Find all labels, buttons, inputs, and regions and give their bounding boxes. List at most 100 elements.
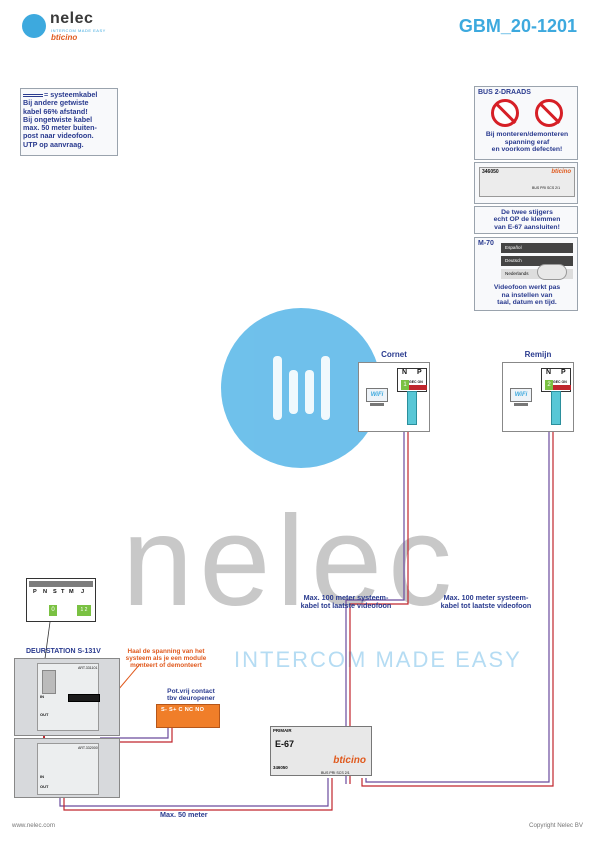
np-p-label: P [561, 369, 566, 376]
address-number: 2 [545, 380, 553, 390]
termination-switch [409, 385, 427, 390]
power-module-box: 346050 bticino BUS PRI SCS 2/1 [474, 162, 578, 204]
footer-website: www.nelec.com [12, 822, 55, 829]
warning-line: Haal de spanning van het [127, 648, 205, 655]
power-module: 346050 bticino BUS PRI SCS 2/1 [479, 167, 575, 197]
m70-line: taal, datum en tijd. [497, 299, 557, 307]
system-cable-note: = systeemkabel Bij andere getwiste kabel… [20, 88, 118, 156]
door-station-top-frame: ART.331101 IN OUT [14, 658, 120, 736]
bus-warning-line: spanning eraf [504, 138, 550, 146]
m70-line: Videofoon werkt pas [493, 284, 561, 291]
switch-label: GEC ON [553, 380, 567, 384]
e67-brand: bticino [333, 755, 366, 766]
monitor-stand-icon [514, 403, 528, 406]
address-number: 1 [401, 380, 409, 390]
terminal-block [68, 694, 100, 702]
wifi-icon: WiFi [510, 388, 532, 402]
note-line: max. 50 meter buiten- [23, 123, 97, 133]
monitor-remijn: N P 2 WiFi GEC ON [502, 362, 574, 432]
cable-label-line: Max. 100 meter systeem- [443, 593, 529, 602]
terminal-label: S [53, 589, 57, 595]
cable-label-door: Max. 50 meter [160, 810, 208, 819]
note-line: Bij andere getwiste [23, 98, 89, 108]
door-opener-relay: S- S+ C NC NO [156, 704, 220, 728]
np-n-label: N [402, 369, 408, 376]
e67-primary-label: PRIMAIR [273, 728, 292, 733]
module-code: 346050 [482, 169, 499, 175]
cable-label-line: kabel tot laatste videofoon [300, 601, 392, 611]
in-label: IN [40, 694, 44, 699]
bus-terminal-block [551, 391, 561, 425]
monitor-stand-icon [370, 403, 384, 406]
document-code: GBM_20-1201 [458, 16, 577, 36]
bus-warning-box: BUS 2-DRAADS Bij monteren/demonteren spa… [474, 86, 578, 160]
wifi-icon: WiFi [366, 388, 388, 402]
terminal-label: J [81, 589, 85, 595]
monitor-title-remijn: Remijn [524, 350, 552, 359]
riser-note-line: echt OP de klemmen [493, 216, 561, 224]
terminal-label: N [43, 589, 48, 595]
out-label: OUT [40, 784, 49, 789]
cable-label-line: kabel tot laatste videofoon [440, 601, 532, 611]
door-station-title: DEURSTATION S-131V [26, 648, 101, 655]
terminal-label: P [33, 589, 37, 595]
door-station-warning: Haal de spanning van het systeem als je … [110, 648, 222, 669]
camera-module: ART.331101 IN OUT [37, 663, 100, 731]
terminal-label: M [69, 589, 74, 595]
in-label: IN [40, 774, 44, 779]
note-line: post naar videofoon. [23, 131, 94, 141]
note-line: kabel 66% afstand! [23, 106, 88, 116]
e67-code: 346050 [273, 765, 288, 770]
language-option: Español [501, 243, 573, 253]
no-power-icon [535, 99, 563, 127]
warning-line: systeem als je een module [125, 655, 207, 662]
footer-copyright: Copyright Nelec BV [529, 822, 583, 829]
note-line: Bij ongetwiste kabel [23, 114, 93, 124]
termination-switch [553, 385, 571, 390]
riser-note-box: De twee stijgers echt OP de klemmen van … [474, 206, 578, 234]
module-code: ART.331101 [78, 666, 98, 670]
cable-label-remijn: Max. 100 meter systeem- kabel tot laatst… [426, 593, 546, 611]
riser-note-text: De twee stijgers echt OP de klemmen van … [477, 209, 577, 231]
m70-text: Videofoon werkt pas na instellen van taa… [477, 284, 577, 307]
riser-note-line: De twee stijgers [501, 209, 553, 216]
nelec-logo-icon [22, 14, 46, 38]
riser-note-line: van E-67 aansluiten! [494, 223, 560, 231]
monitor-title-cornet: Cornet [381, 350, 407, 359]
hand-icon [537, 264, 567, 280]
watermark-tagline: INTERCOM MADE EASY [234, 647, 522, 672]
monitor-cornet: N P 1 WiFi GEC ON [358, 362, 430, 432]
cable-label-line: Max. 100 meter systeem- [303, 593, 389, 602]
watermark-logo-icon [221, 308, 381, 468]
note-legend: = systeemkabel [44, 90, 98, 99]
bus-warning-text: Bij monteren/demonteren spanning eraf en… [477, 131, 577, 154]
system-cable-legend-line [23, 93, 43, 97]
module-brand: bticino [551, 169, 571, 175]
e67-name: E-67 [275, 739, 295, 749]
brand-name: nelec [50, 10, 94, 27]
terminal-strip [29, 581, 93, 587]
bus-title: BUS 2-DRAADS [478, 89, 531, 96]
relay-label-line: tbv deuropener [167, 695, 215, 703]
relay-terminals: S- S+ C NC NO [161, 707, 205, 713]
note-line: UTP op aanvraag. [23, 139, 84, 149]
relay-label: Pot.vrij contact tbv deuropener [156, 688, 226, 703]
np-p-label: P [417, 369, 422, 376]
partner-logo: bticino [51, 33, 78, 42]
bus-warning-line: Bij monteren/demonteren [485, 131, 569, 138]
address-number: 0 [49, 605, 57, 616]
warning-line: monteert of demonteert [130, 662, 202, 669]
cable-label-cornet: Max. 100 meter systeem- kabel tot laatst… [290, 593, 402, 611]
camera-icon [42, 670, 56, 694]
module-terminals: BUS PRI SCS 2/1 [532, 186, 561, 190]
door-station-terminal-zoom: P N S T M J 0 1 2 [26, 578, 96, 622]
e67-power-supply: PRIMAIR E-67 bticino 346050 BUS PRI SCS … [270, 726, 372, 776]
bus-warning-line: en voorkom defecten! [491, 146, 563, 154]
jumper-number: 1 2 [77, 605, 91, 616]
switch-label: GEC ON [409, 380, 423, 384]
np-n-label: N [546, 369, 552, 376]
no-screwdriver-icon [491, 99, 519, 127]
m70-label: M-70 [478, 240, 494, 247]
door-station-bottom-frame: ART.332000 IN OUT [14, 738, 120, 798]
